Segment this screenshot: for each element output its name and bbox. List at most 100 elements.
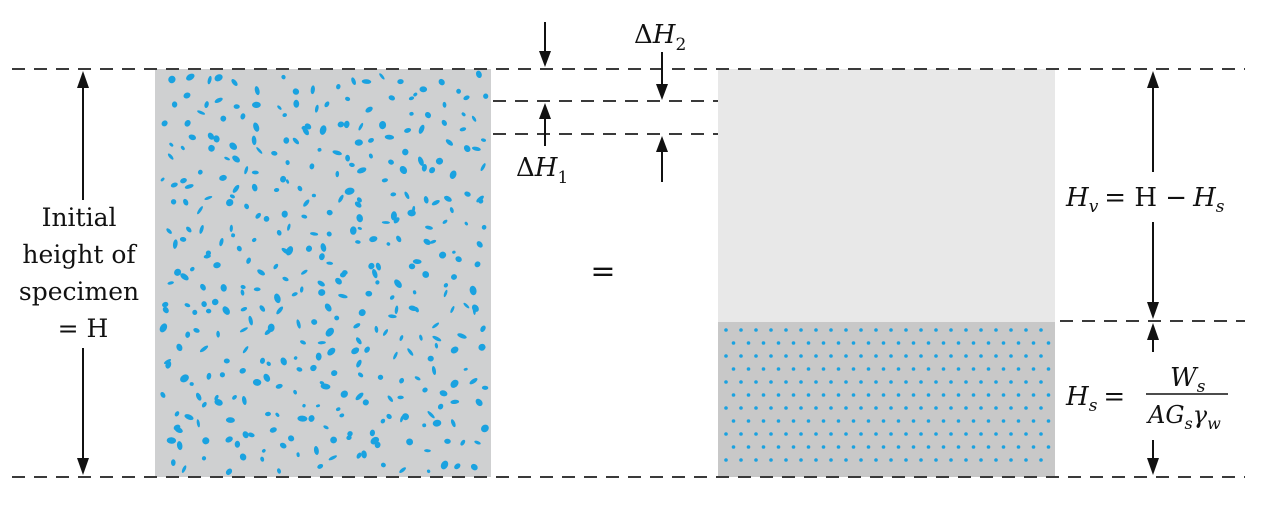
soil-grain bbox=[229, 224, 233, 232]
solid-phase-dot bbox=[731, 445, 736, 449]
soil-grain bbox=[396, 235, 402, 243]
soil-grain bbox=[354, 201, 362, 208]
soil-grain bbox=[437, 403, 444, 410]
soil-grain bbox=[225, 436, 233, 443]
solid-phase-dot bbox=[1024, 328, 1028, 332]
soil-grain bbox=[292, 137, 300, 145]
solid-phase-dot bbox=[1016, 393, 1021, 397]
soil-grain bbox=[317, 147, 322, 152]
solid-phase-dot bbox=[949, 380, 953, 384]
soil-grain bbox=[207, 132, 215, 140]
soil-grain bbox=[326, 231, 332, 237]
solid-phase-dot bbox=[874, 406, 878, 410]
soil-grain bbox=[305, 245, 313, 252]
soil-grain bbox=[374, 325, 379, 333]
soil-grain bbox=[203, 254, 211, 259]
soil-grain bbox=[444, 195, 452, 202]
solid-phase-dot bbox=[814, 354, 818, 358]
delta-h2-label: ΔH2 bbox=[634, 20, 686, 55]
solid-phase-dot bbox=[791, 445, 796, 449]
solid-phase-dot bbox=[994, 328, 998, 332]
soil-grain bbox=[239, 368, 246, 374]
soil-grain bbox=[435, 157, 444, 165]
soil-grain bbox=[282, 276, 289, 282]
solid-phase-dot bbox=[896, 445, 901, 449]
solid-phase-dot bbox=[949, 354, 953, 358]
soil-grain bbox=[229, 142, 238, 150]
soil-grain bbox=[422, 423, 427, 428]
soil-grain bbox=[390, 192, 397, 197]
solid-phase-dot bbox=[904, 458, 908, 462]
solid-phase-dot bbox=[844, 354, 848, 358]
soil-grain bbox=[159, 323, 168, 333]
solid-phase-dot bbox=[941, 367, 946, 371]
soil-grain bbox=[174, 268, 182, 276]
solid-phase-dot bbox=[829, 328, 833, 332]
soil-grain bbox=[197, 169, 203, 175]
soil-grain bbox=[469, 285, 477, 296]
solid-phase-dot bbox=[776, 445, 781, 449]
solid-phase-dot bbox=[926, 341, 931, 345]
solid-phase-dot bbox=[1024, 354, 1028, 358]
soil-grain bbox=[252, 378, 262, 386]
solid-phase-dot bbox=[994, 432, 998, 436]
soil-grain bbox=[259, 305, 266, 312]
solid-phase-dot bbox=[836, 445, 841, 449]
soil-grain bbox=[356, 214, 363, 223]
solid-phase-dot bbox=[1031, 367, 1036, 371]
solid-phase-dot bbox=[919, 458, 923, 462]
soil-grain bbox=[310, 364, 317, 372]
soil-grain bbox=[418, 124, 425, 134]
solid-phase-dot bbox=[776, 419, 781, 423]
solid-phase-dot bbox=[806, 341, 811, 345]
solid-phase-dot bbox=[814, 380, 818, 384]
soil-grain bbox=[386, 242, 391, 246]
solid-phase-dot bbox=[829, 380, 833, 384]
soil-grain bbox=[406, 438, 414, 446]
soil-grain bbox=[358, 309, 366, 317]
solid-phase-dot bbox=[1031, 341, 1036, 345]
solid-phase-dot bbox=[911, 341, 916, 345]
soil-grain bbox=[445, 139, 454, 146]
solid-phase-dot bbox=[964, 328, 968, 332]
solid-phase-dot bbox=[859, 432, 863, 436]
soil-grain bbox=[394, 279, 402, 288]
soil-grain bbox=[358, 122, 364, 131]
soil-grain bbox=[475, 70, 482, 79]
soil-grain bbox=[216, 330, 220, 338]
soil-grain bbox=[285, 246, 294, 256]
solid-phase-dot bbox=[1024, 406, 1028, 410]
soil-grain bbox=[293, 389, 298, 395]
soil-grain bbox=[365, 290, 373, 297]
solid-phase-dot bbox=[724, 380, 728, 384]
soil-grain bbox=[244, 166, 249, 175]
soil-grain bbox=[244, 203, 250, 210]
soil-grain bbox=[251, 237, 257, 243]
soil-grain bbox=[222, 306, 230, 315]
svg-text:Ws: Ws bbox=[1170, 363, 1206, 397]
soil-grain bbox=[276, 306, 284, 315]
solid-phase-dot bbox=[1039, 354, 1043, 358]
soil-grain bbox=[424, 112, 432, 119]
soil-grain bbox=[174, 427, 183, 433]
solid-phase-dot bbox=[799, 328, 803, 332]
soil-grain bbox=[463, 95, 470, 101]
soil-grain bbox=[464, 191, 471, 197]
solid-phase-dot bbox=[776, 367, 781, 371]
solid-phase-dot bbox=[1031, 419, 1036, 423]
soil-grain bbox=[225, 417, 235, 423]
soil-grain bbox=[225, 468, 233, 476]
soil-grain bbox=[421, 164, 427, 172]
soil-grain bbox=[299, 286, 304, 293]
soil-grain bbox=[188, 134, 196, 141]
soil-grain bbox=[169, 142, 174, 147]
solid-phase-dot bbox=[859, 354, 863, 358]
solid-phase-dot bbox=[761, 341, 766, 345]
soil-grain bbox=[432, 419, 442, 427]
soil-grain bbox=[192, 309, 198, 315]
solid-phase-dot bbox=[964, 406, 968, 410]
solid-phase-dot bbox=[896, 341, 901, 345]
solid-phase-dot bbox=[889, 328, 893, 332]
soil-grain bbox=[480, 325, 486, 332]
